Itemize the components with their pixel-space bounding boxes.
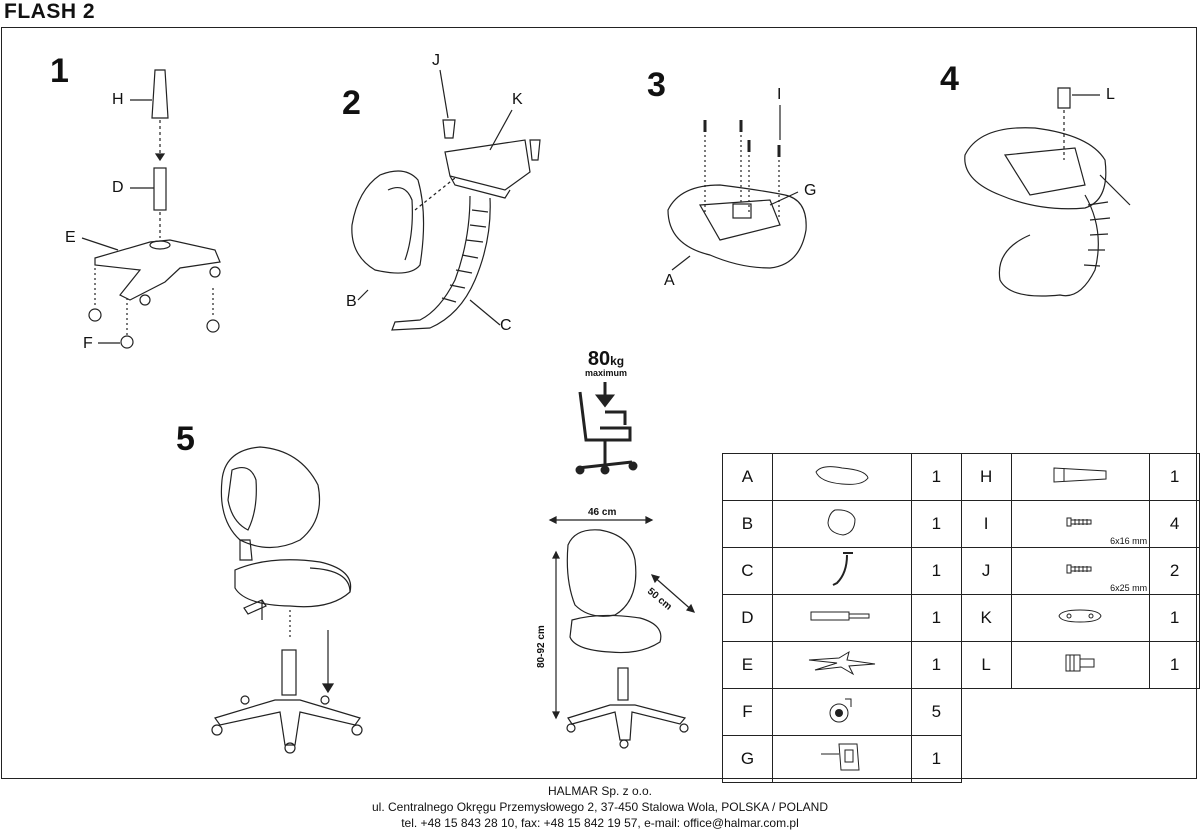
footer: HALMAR Sp. z o.o. ul. Centralnego Okręgu… xyxy=(0,783,1200,831)
part-letter: B xyxy=(722,500,773,548)
gas-lift-icon xyxy=(810,611,870,621)
part-picture xyxy=(771,641,912,689)
part-letter: F xyxy=(722,688,773,736)
table-row: D 1 K 1 xyxy=(722,594,1200,642)
seat-icon xyxy=(815,465,869,485)
part-qty: 1 xyxy=(910,735,962,783)
dimension-width: 46 cm xyxy=(588,507,617,518)
part-letter: J xyxy=(960,547,1012,595)
table-row: E 1 L 1 xyxy=(722,641,1200,689)
backrest-icon xyxy=(827,508,856,536)
capacity-chair xyxy=(575,382,638,475)
part-qty: 5 xyxy=(910,688,962,736)
step-number-2: 2 xyxy=(342,84,361,122)
label-b: B xyxy=(346,293,357,310)
dimension-chair xyxy=(548,516,696,749)
part-qty: 2 xyxy=(1149,547,1200,595)
part-picture xyxy=(771,735,912,783)
part-picture xyxy=(771,688,912,736)
base-icon xyxy=(808,650,875,675)
document-title: FLASH 2 xyxy=(4,0,96,23)
label-g: G xyxy=(804,182,817,199)
table-row: A 1 H 1 xyxy=(722,453,1200,501)
label-j: J xyxy=(432,52,440,69)
step5-drawing xyxy=(211,446,363,754)
part-qty: 1 xyxy=(1149,453,1200,501)
part-picture xyxy=(771,500,912,548)
step3-drawing xyxy=(667,105,807,271)
part-qty: 4 xyxy=(1149,500,1200,548)
step-number-4: 4 xyxy=(940,60,959,98)
capacity-note: maximum xyxy=(585,368,628,378)
table-row: C 1 J 6x25 mm 2 xyxy=(722,547,1200,595)
part-letter: C xyxy=(722,547,773,595)
dimension-height: 80-92 cm xyxy=(536,625,547,668)
part-letter: L xyxy=(960,641,1012,689)
capacity-value: 80 xyxy=(587,348,611,370)
part-picture xyxy=(771,594,912,642)
plate-icon xyxy=(1058,608,1102,623)
part-qty: 1 xyxy=(910,453,962,501)
label-l: L xyxy=(1106,86,1115,103)
part-letter: A xyxy=(722,453,773,501)
part-qty: 1 xyxy=(1149,641,1200,689)
table-row: F 5 xyxy=(722,688,1200,736)
step2-drawing xyxy=(351,69,541,331)
label-h: H xyxy=(112,91,124,108)
step-number-1: 1 xyxy=(50,52,69,90)
part-size: 6x25 mm xyxy=(1110,583,1148,593)
parts-table: A 1 H 1 B 1 I 6x16 mm 4 C 1 J 6x25 mm 2 … xyxy=(722,453,1200,783)
footer-contact: tel. +48 15 843 28 10, fax: +48 15 842 1… xyxy=(401,816,799,830)
part-qty: 1 xyxy=(910,500,962,548)
part-letter: I xyxy=(960,500,1012,548)
screw-icon xyxy=(1066,564,1092,574)
mechanism-icon xyxy=(820,743,860,770)
label-a: A xyxy=(664,272,675,289)
part-size: 6x16 mm xyxy=(1110,536,1148,546)
cover-icon xyxy=(1053,466,1107,483)
step-number-3: 3 xyxy=(647,66,666,104)
part-letter: E xyxy=(722,641,773,689)
label-f: F xyxy=(83,335,93,352)
part-qty: 1 xyxy=(1149,594,1200,642)
capacity-label: 80kg maximum xyxy=(585,348,627,378)
part-picture xyxy=(771,547,912,595)
part-picture: 6x16 mm xyxy=(1010,500,1151,548)
part-letter: D xyxy=(722,594,773,642)
part-picture xyxy=(1010,641,1151,689)
label-i: I xyxy=(777,86,782,103)
step1-drawing xyxy=(81,69,221,349)
capacity-unit: kg xyxy=(610,354,625,368)
step4-drawing xyxy=(964,87,1131,297)
table-row: G 1 xyxy=(722,735,1200,783)
part-letter: G xyxy=(722,735,773,783)
knob-icon xyxy=(1065,654,1095,671)
part-letter: H xyxy=(960,453,1012,501)
footer-address: ul. Centralnego Okręgu Przemysłowego 2, … xyxy=(371,800,828,814)
part-picture xyxy=(1010,594,1151,642)
label-k: K xyxy=(512,91,523,108)
part-letter: K xyxy=(960,594,1012,642)
step-number-5: 5 xyxy=(176,420,195,458)
part-qty: 1 xyxy=(910,594,962,642)
footer-company: HALMAR Sp. z o.o. xyxy=(547,784,653,798)
label-e: E xyxy=(65,229,76,246)
screw-icon xyxy=(1066,517,1092,527)
label-c: C xyxy=(500,317,512,334)
part-qty: 1 xyxy=(910,641,962,689)
table-row: B 1 I 6x16 mm 4 xyxy=(722,500,1200,548)
part-picture xyxy=(771,453,912,501)
back-support-icon xyxy=(832,551,853,586)
part-picture xyxy=(1010,453,1151,501)
caster-icon xyxy=(829,698,852,722)
part-picture: 6x25 mm xyxy=(1010,547,1151,595)
instruction-frame xyxy=(1,27,1197,779)
part-qty: 1 xyxy=(910,547,962,595)
label-d: D xyxy=(112,179,124,196)
